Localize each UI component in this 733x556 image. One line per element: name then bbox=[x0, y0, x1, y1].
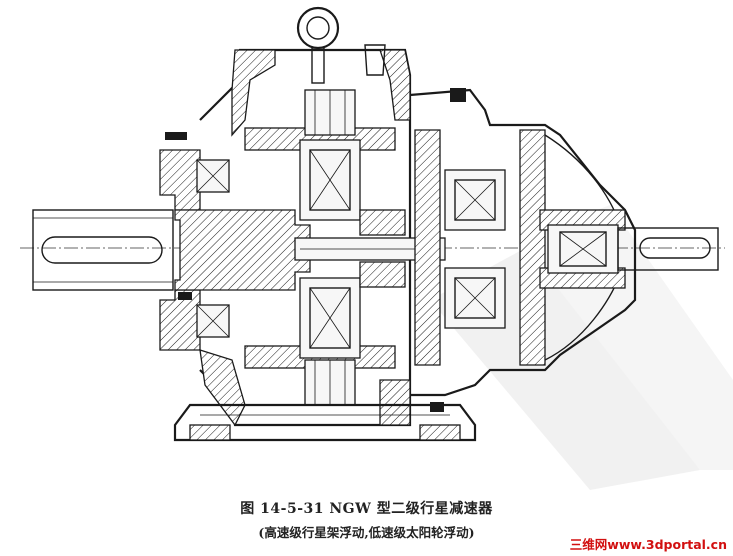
figure-caption-title: 图 14-5-31 NGW 型二级行星减速器 bbox=[240, 501, 493, 517]
left-end-cover bbox=[159, 132, 230, 351]
gear-reducer-section-drawing bbox=[20, 6, 725, 490]
planet-carrier bbox=[174, 209, 446, 291]
input-shaft bbox=[32, 209, 174, 291]
housing-stage-two bbox=[409, 88, 637, 412]
output-shaft bbox=[547, 224, 719, 274]
base-foot bbox=[173, 403, 477, 442]
figure-caption-subtitle: (高速级行星架浮动,低速级太阳轮浮动) bbox=[258, 525, 475, 540]
watermark-text: 三维网www.3dportal.cn bbox=[569, 537, 727, 552]
stage-one-planet-set bbox=[244, 89, 396, 406]
housing-stage-one bbox=[199, 6, 412, 427]
